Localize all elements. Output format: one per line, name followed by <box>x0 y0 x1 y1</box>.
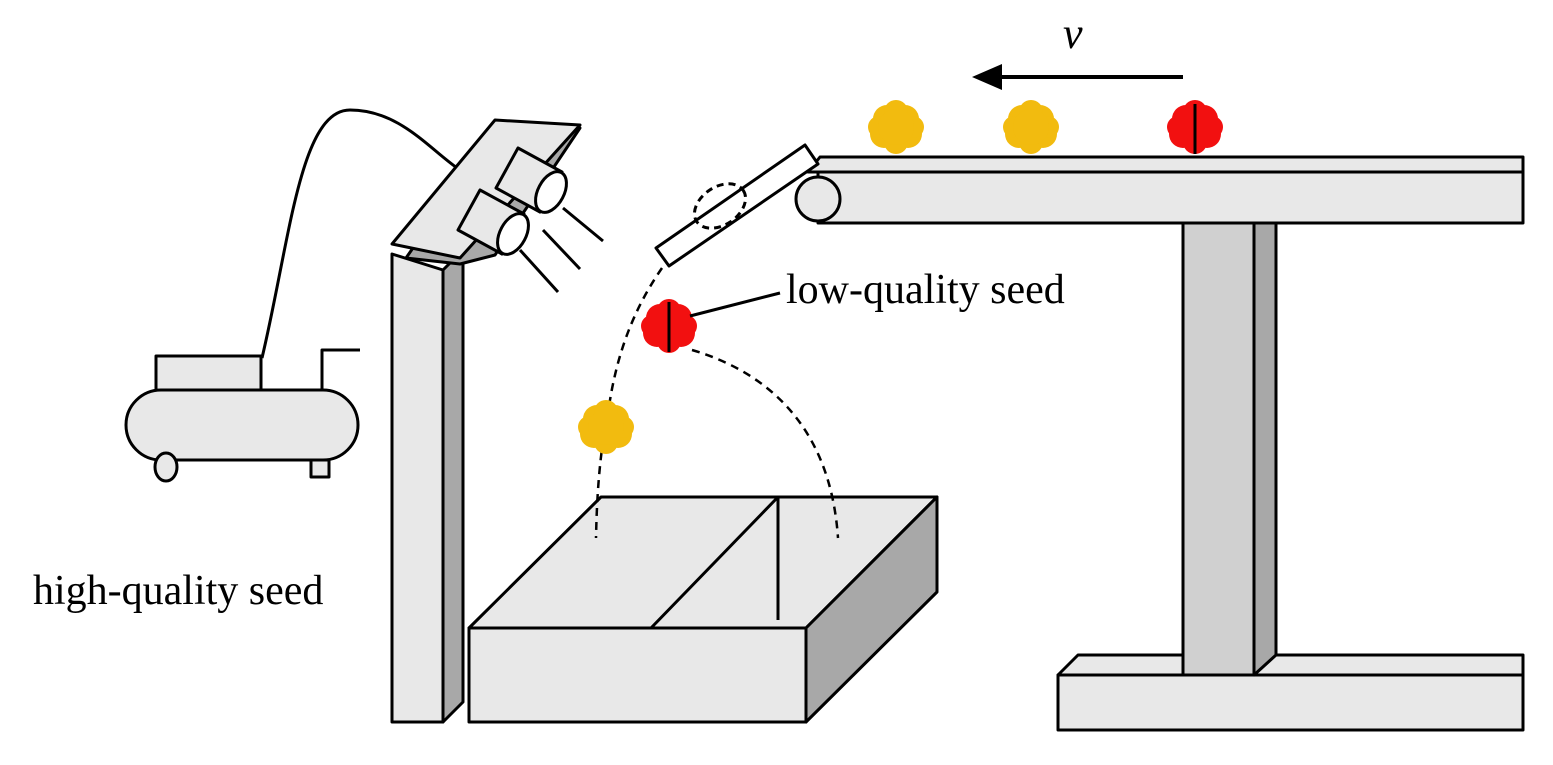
camera-light-rays <box>518 206 604 294</box>
bin-divider-top <box>649 495 780 630</box>
flying-seed-high <box>578 400 634 454</box>
compressor-top-box <box>154 354 263 394</box>
frame-leg <box>1181 221 1256 677</box>
nozzle-valve <box>692 182 748 230</box>
low-quality-seed-label: low-quality seed <box>786 267 1065 313</box>
compressor-foot <box>309 458 331 479</box>
flying-seed-low <box>641 299 697 353</box>
air-compressor <box>124 108 461 483</box>
belt-top-surface <box>806 155 1525 174</box>
bin-right <box>804 495 939 724</box>
camera-post <box>390 248 465 724</box>
conveyor-belt <box>794 155 1525 225</box>
collection-bin <box>467 495 939 724</box>
compressor-hose <box>260 108 461 359</box>
compressor-tank <box>124 388 360 462</box>
belt-seed-high-2 <box>1003 100 1059 154</box>
camera-lens-lower <box>456 188 530 256</box>
compressor-wheel <box>153 451 179 483</box>
high-quality-trajectory <box>594 267 664 539</box>
low-quality-trajectory <box>691 348 840 539</box>
belt-body <box>816 170 1525 225</box>
arrow-head-icon <box>972 64 1002 90</box>
seed-trajectories <box>594 267 840 539</box>
bin-front <box>467 626 808 724</box>
belt-seed-low <box>1167 100 1223 154</box>
seeds <box>578 100 1223 454</box>
conveyor-frame <box>1056 221 1525 732</box>
frame-leg-side <box>1252 221 1278 677</box>
camera-unit <box>390 118 604 294</box>
air-nozzle <box>654 143 820 268</box>
high-quality-seed-label: high-quality seed <box>33 568 323 614</box>
post-front <box>390 252 445 724</box>
camera-lens-upper <box>494 146 568 214</box>
belt-roller <box>794 175 842 223</box>
compressor-handle <box>320 348 360 390</box>
velocity-arrow <box>972 64 1183 90</box>
post-side <box>441 248 465 724</box>
frame-base-top <box>1056 653 1525 677</box>
frame-base <box>1056 673 1525 732</box>
belt-seed-high-1 <box>868 100 924 154</box>
low-quality-leader <box>689 291 781 318</box>
velocity-label: v <box>1063 9 1083 58</box>
